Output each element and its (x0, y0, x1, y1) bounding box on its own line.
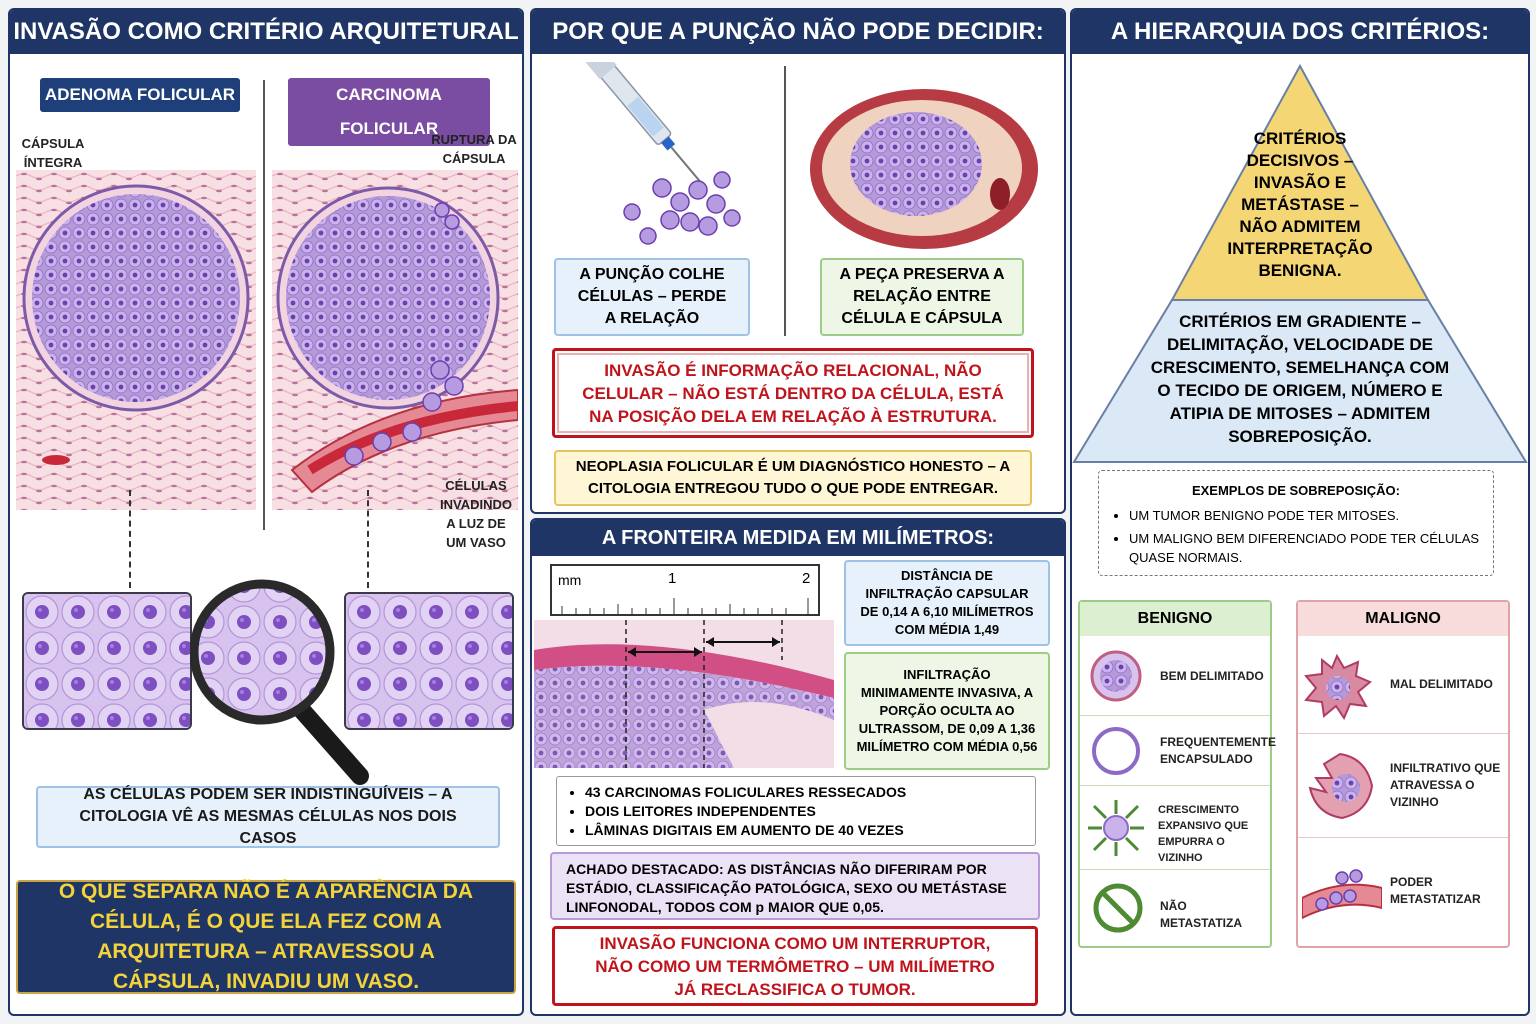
panel-hierarquia: A HIERARQUIA DOS CRITÉRIOS: CRITÉRIOS DE… (1070, 8, 1530, 1016)
cells-closeup-right (344, 592, 514, 730)
magnifier-icon (190, 579, 369, 785)
honesto-box: NEOPLASIA FOLICULAR É UM DIAGNÓSTICO HON… (554, 450, 1032, 506)
panel-title: POR QUE A PUNÇÃO NÃO PODE DECIDIR: (532, 10, 1064, 54)
cells-note-box: AS CÉLULAS PODEM SER INDISTINGUÍVEIS – A… (36, 786, 500, 848)
ruler-mark-1: 1 (668, 570, 677, 587)
no-metastasis-icon (1093, 883, 1143, 933)
benigno-column: BENIGNO BEM DELIMITADO FREQUENTEMENTE EN… (1078, 600, 1277, 948)
maligno-row-label: MAL DELIMITADO (1390, 677, 1493, 691)
divider (784, 66, 786, 336)
celulas-label: CÉLULAS INVADINDO A LUZ DE UM VASO (440, 478, 512, 550)
metastasis-vessel-icon (1302, 869, 1382, 920)
maligno-row-label: PODER METASTATIZAR (1390, 875, 1481, 906)
expansive-growth-icon (1088, 800, 1144, 856)
benigno-row: BEM DELIMITADO (1080, 638, 1270, 716)
examples-box: EXEMPLOS DE SOBREPOSIÇÃO: UM TUMOR BENIG… (1098, 470, 1494, 576)
achado-box: ACHADO DESTACADO: AS DISTÂNCIAS NÃO DIFE… (550, 852, 1040, 920)
relacional-box: INVASÃO É INFORMAÇÃO RELACIONAL, NÃO CEL… (552, 348, 1034, 438)
conclusion-box: O QUE SEPARA NÃO É A APARÊNCIA DA CÉLULA… (16, 880, 516, 994)
adenoma-tag: ADENOMA FOLICULAR (40, 78, 240, 112)
carcinoma-illustration (272, 170, 518, 510)
examples-title: EXEMPLOS DE SOBREPOSIÇÃO: (1191, 483, 1401, 498)
capsule-icon (1092, 727, 1140, 775)
adenoma-illustration (16, 170, 256, 510)
pointer-right (367, 490, 369, 588)
well-delimited-icon (1090, 650, 1142, 702)
panel-title: INVASÃO COMO CRITÉRIO ARQUITETURAL (10, 10, 522, 54)
panel-title: A FRONTEIRA MEDIDA EM MILÍMETROS: (532, 520, 1064, 556)
maligno-row: MAL DELIMITADO (1298, 638, 1508, 734)
examples-list: UM TUMOR BENIGNO PODE TER MITOSES. UM MA… (1111, 506, 1481, 567)
maligno-row: PODER METASTATIZAR (1298, 838, 1508, 946)
ruptura-label: RUPTURA DA CÁPSULA (431, 132, 517, 166)
benigno-row-label: CRESCIMENTO EXPANSIVO QUE EMPURRA O VIZI… (1158, 804, 1249, 864)
ruler-mark-2: 2 (802, 570, 811, 587)
benigno-row-label: BEM DELIMITADO (1160, 669, 1264, 683)
list-item: LÂMINAS DIGITAIS EM AUMENTO DE 40 VEZES (585, 821, 1025, 840)
panel-puncao: POR QUE A PUNÇÃO NÃO PODE DECIDIR: A PUN… (530, 8, 1066, 514)
benigno-row-label: NÃO METASTATIZA (1160, 899, 1242, 930)
ruler-unit: mm (558, 572, 582, 588)
maligno-row: INFILTRATIVO QUE ATRAVESSA O VIZINHO (1298, 734, 1508, 838)
benigno-row: NÃO METASTATIZA (1080, 870, 1270, 946)
minimamente-box: INFILTRAÇÃO MINIMAMENTE INVASIVA, A PORÇ… (844, 652, 1050, 770)
pointer-left (129, 490, 131, 588)
divider (263, 80, 265, 530)
benigno-row: CRESCIMENTO EXPANSIVO QUE EMPURRA O VIZI… (1080, 786, 1270, 870)
poorly-delimited-icon (1304, 653, 1372, 721)
benigno-row-label: FREQUENTEMENTE ENCAPSULADO (1160, 735, 1277, 766)
syringe-cells-illustration (585, 62, 741, 245)
carcinoma-tag: CARCINOMA FOLICULAR (288, 78, 490, 146)
puncao-box: A PUNÇÃO COLHE CÉLULAS – PERDE A RELAÇÃO (554, 258, 750, 336)
capsula-label: CÁPSULA ÍNTEGRA (21, 136, 85, 170)
distancia-box: DISTÂNCIA DE INFILTRAÇÃO CAPSULAR DE 0,1… (844, 560, 1050, 646)
pyramid (1072, 63, 1528, 463)
ruler: mm 1 2 (550, 564, 820, 616)
peca-box: A PEÇA PRESERVA A RELAÇÃO ENTRE CÉLULA E… (820, 258, 1024, 336)
tissue-section-illustration (534, 620, 834, 768)
infiltrative-icon (1308, 752, 1374, 820)
interruptor-box: INVASÃO FUNCIONA COMO UM INTERRUPTOR, NÃ… (552, 926, 1038, 1006)
methods-box: 43 CARCINOMAS FOLICULARES RESSECADOS DOI… (556, 776, 1036, 846)
list-item: UM TUMOR BENIGNO PODE TER MITOSES. (1129, 506, 1481, 525)
panel-title: A HIERARQUIA DOS CRITÉRIOS: (1072, 10, 1528, 54)
maligno-row-label: INFILTRATIVO QUE ATRAVESSA O VIZINHO (1390, 761, 1501, 809)
list-item: 43 CARCINOMAS FOLICULARES RESSECADOS (585, 783, 1025, 802)
cells-closeup-left (22, 592, 192, 730)
list-item: UM MALIGNO BEM DIFERENCIADO PODE TER CÉL… (1129, 529, 1481, 567)
pyramid-top-text: CRITÉRIOS DECISIVOS – INVASÃO E METÁSTAS… (1227, 129, 1373, 280)
list-item: DOIS LEITORES INDEPENDENTES (585, 802, 1025, 821)
maligno-column: MALIGNO MAL DELIMITADO INFILTRATIVO QUE … (1296, 600, 1510, 948)
benigno-header: BENIGNO (1080, 602, 1270, 636)
methods-list: 43 CARCINOMAS FOLICULARES RESSECADOS DOI… (567, 783, 1025, 840)
ruler-ticks (561, 598, 809, 616)
maligno-header: MALIGNO (1298, 602, 1508, 636)
panel-invasao-arquitetural: INVASÃO COMO CRITÉRIO ARQUITETURAL ADENO… (8, 8, 524, 1016)
benigno-row: FREQUENTEMENTE ENCAPSULADO (1080, 716, 1277, 786)
panel-fronteira: A FRONTEIRA MEDIDA EM MILÍMETROS: mm 1 2… (530, 518, 1066, 1016)
specimen-illustration (810, 89, 1038, 249)
pyramid-bottom-text: CRITÉRIOS EM GRADIENTE – DELIMITAÇÃO, VE… (1150, 312, 1450, 446)
